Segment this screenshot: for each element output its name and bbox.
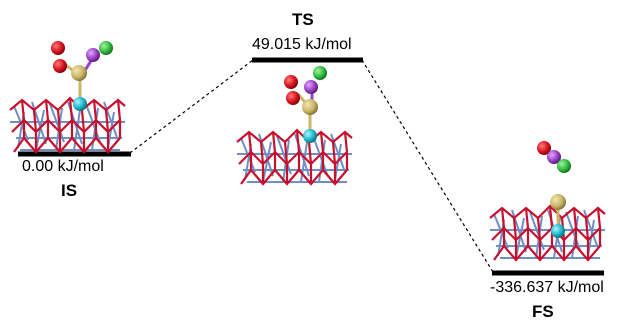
cyan-atom xyxy=(73,97,87,111)
ts-structure xyxy=(235,66,354,186)
is-state-label: IS xyxy=(61,181,78,200)
green-atom xyxy=(313,66,327,80)
path-ts-to-fs xyxy=(361,59,494,273)
fs-state-label: FS xyxy=(532,302,554,321)
sulfur-atom xyxy=(71,65,87,81)
oxygen-atom xyxy=(51,41,65,55)
path-is-to-ts xyxy=(129,59,254,154)
energy-levels xyxy=(18,57,604,276)
fs-energy-label: -336.637 kJ/mol xyxy=(490,279,604,296)
purple-atom xyxy=(304,80,318,94)
green-atom xyxy=(99,41,113,55)
sulfur-atom xyxy=(550,194,566,210)
purple-atom xyxy=(86,48,100,62)
is-structure xyxy=(8,41,127,154)
oxygen-atom xyxy=(53,59,67,73)
cyan-atom xyxy=(303,129,317,143)
sulfur-atom xyxy=(302,99,318,115)
green-atom xyxy=(557,159,571,173)
fs-structure xyxy=(488,141,607,262)
cyan-atom xyxy=(551,224,565,238)
ts-energy-label: 49.015 kJ/mol xyxy=(252,36,352,53)
purple-atom xyxy=(547,150,561,164)
oxygen-atom xyxy=(284,75,298,89)
is-energy-label: 0.00 kJ/mol xyxy=(22,158,104,175)
oxygen-atom xyxy=(537,141,551,155)
reaction-path xyxy=(129,59,494,273)
oxygen-atom xyxy=(286,91,300,105)
ts-state-label: TS xyxy=(292,10,314,29)
